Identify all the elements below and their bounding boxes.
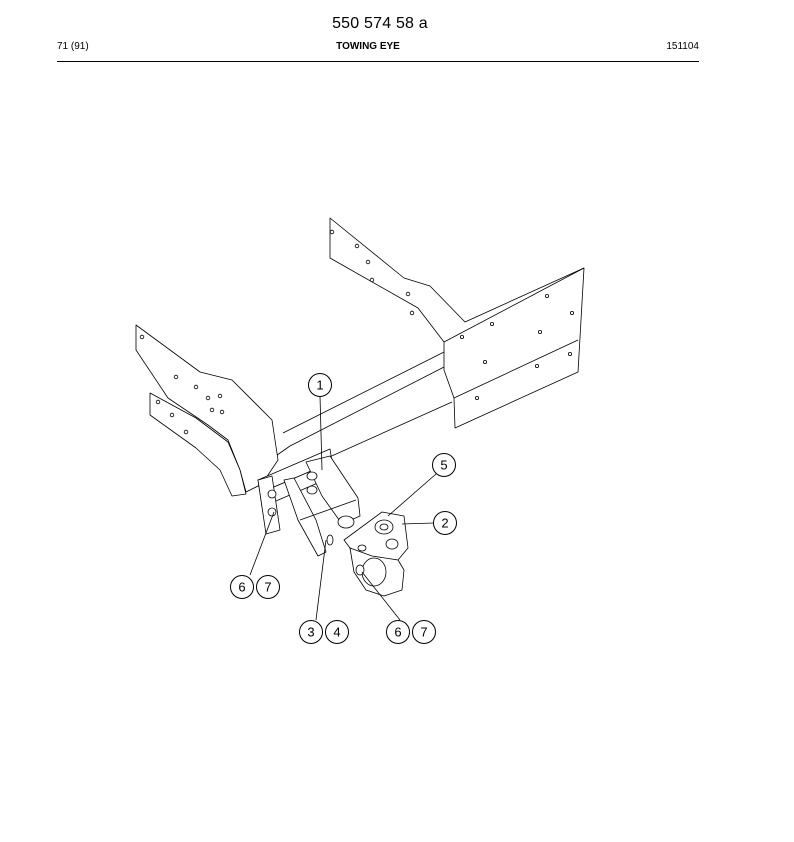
svg-text:3: 3	[307, 625, 314, 640]
callout-2: 2	[433, 511, 457, 535]
svg-text:4: 4	[333, 625, 340, 640]
section-title: TOWING EYE	[336, 41, 400, 52]
header-divider	[57, 61, 699, 62]
svg-text:6: 6	[238, 580, 245, 595]
svg-text:1: 1	[316, 378, 323, 393]
callout-leaders	[249, 395, 437, 621]
header-row: 71 (91) TOWING EYE 151104	[57, 41, 699, 55]
document-number: 550 574 58 a	[332, 15, 428, 32]
svg-text:7: 7	[264, 580, 271, 595]
callout-7-right: 7	[412, 620, 436, 644]
svg-text:6: 6	[394, 625, 401, 640]
callout-7-left: 7	[256, 575, 280, 599]
callout-1: 1	[308, 373, 332, 397]
chassis-rail-lower	[269, 345, 457, 473]
towing-bracket	[257, 455, 361, 557]
callout-6-left: 6	[230, 575, 254, 599]
page-reference: 71 (91)	[57, 41, 89, 52]
svg-text:5: 5	[440, 458, 447, 473]
rear-mounting-plate	[329, 217, 585, 429]
callout-6-right: 6	[386, 620, 410, 644]
callout-5: 5	[432, 453, 456, 477]
front-side-plates	[135, 324, 279, 497]
svg-text:2: 2	[441, 516, 448, 531]
callout-3: 3	[299, 620, 323, 644]
callout-4: 4	[325, 620, 349, 644]
date-code: 151104	[666, 41, 699, 52]
svg-text:7: 7	[420, 625, 427, 640]
